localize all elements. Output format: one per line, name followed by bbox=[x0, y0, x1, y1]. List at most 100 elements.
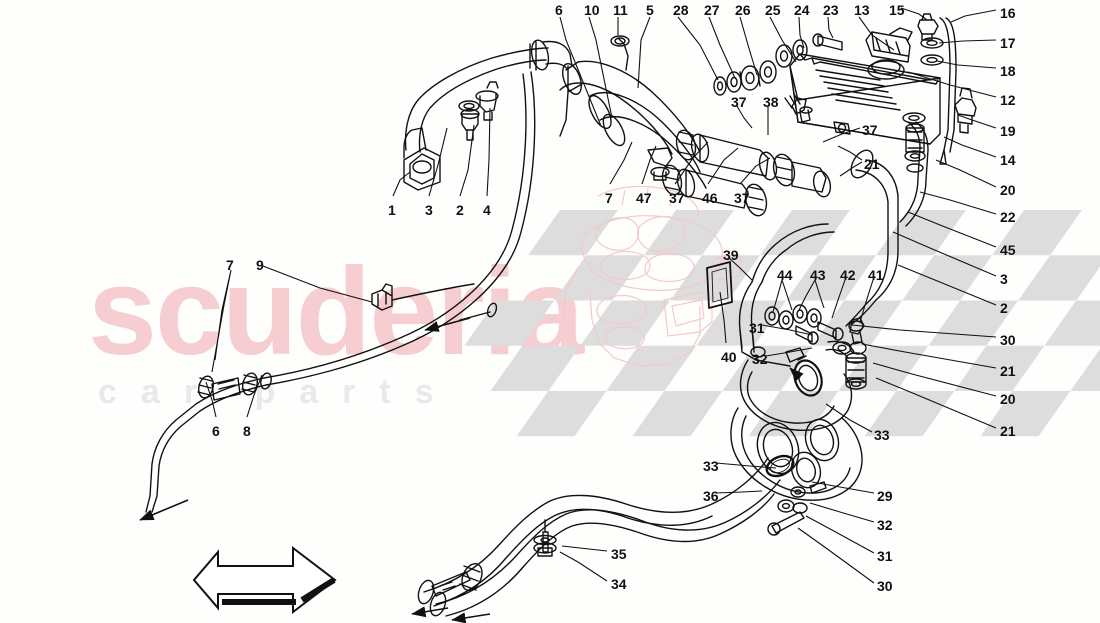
callout-number-27: 27 bbox=[704, 2, 720, 18]
leader-line-l40 bbox=[719, 291, 727, 344]
checker-cell bbox=[1044, 300, 1100, 346]
leader-line-l33b bbox=[715, 462, 777, 469]
leader-line-l33a bbox=[825, 403, 873, 433]
checker-cell bbox=[464, 300, 555, 346]
checker-cell bbox=[606, 345, 697, 391]
vehicle-direction-arrow-shadow bbox=[222, 577, 336, 605]
callout-number-33: 33 bbox=[703, 458, 719, 474]
leader-line-l32 bbox=[765, 347, 813, 357]
leader-line-l13 bbox=[858, 16, 895, 51]
leader-line-l31 bbox=[761, 324, 813, 336]
callout-number-7: 7 bbox=[226, 257, 234, 273]
callout-number-17: 17 bbox=[1000, 35, 1016, 51]
callout-number-35: 35 bbox=[611, 546, 627, 562]
flow-direction-arrows bbox=[139, 317, 804, 623]
flow-arrow-left-upper bbox=[424, 317, 471, 332]
callout-number-20: 20 bbox=[1000, 182, 1016, 198]
leader-line-l41 bbox=[859, 279, 874, 323]
callout-number-31: 31 bbox=[749, 320, 765, 336]
checker-cell bbox=[864, 390, 955, 437]
callout-number-13: 13 bbox=[854, 2, 870, 18]
callout-number-37: 37 bbox=[734, 190, 750, 206]
leader-line-l24 bbox=[798, 16, 805, 49]
leader-line-l6 bbox=[559, 16, 602, 127]
leader-line-l20 bbox=[935, 159, 997, 188]
callout-number-43: 43 bbox=[810, 267, 826, 283]
leader-line-l28 bbox=[677, 16, 719, 81]
leader-line-l26 bbox=[739, 16, 758, 76]
callout-number-23: 23 bbox=[823, 2, 839, 18]
leader-line-l30b bbox=[797, 527, 875, 584]
callout-number-9: 9 bbox=[256, 257, 264, 273]
checker-cell bbox=[554, 255, 645, 301]
checker-cell bbox=[760, 210, 850, 256]
callout-number-21: 21 bbox=[1000, 363, 1016, 379]
callout-number-37: 37 bbox=[862, 122, 878, 138]
leader-line-l23 bbox=[827, 16, 834, 39]
callout-number-12: 12 bbox=[1000, 92, 1016, 108]
leader-line-l34 bbox=[559, 551, 608, 582]
checker-cell bbox=[812, 300, 903, 346]
callout-number-15: 15 bbox=[889, 2, 905, 18]
leader-line-l19 bbox=[957, 114, 997, 129]
leader-line-l2l bbox=[459, 124, 475, 197]
watermark-car-parts: car parts bbox=[98, 373, 458, 411]
leader-line-l37a bbox=[674, 141, 709, 185]
callout-number-18: 18 bbox=[1000, 63, 1016, 79]
leader-line-l21s bbox=[875, 377, 997, 429]
callout-number-5: 5 bbox=[646, 2, 654, 18]
leader-line-l46 bbox=[707, 147, 739, 185]
callout-number-41: 41 bbox=[868, 267, 884, 283]
callout-number-2: 2 bbox=[1000, 300, 1008, 316]
callout-number-33: 33 bbox=[874, 427, 890, 443]
checker-cell bbox=[786, 255, 877, 301]
leader-line-l30r bbox=[851, 324, 997, 338]
callout-number-45: 45 bbox=[1000, 242, 1016, 258]
leader-line-l8 bbox=[246, 374, 263, 418]
checker-cell bbox=[1018, 255, 1100, 301]
callout-number-26: 26 bbox=[735, 2, 751, 18]
leader-line-l2r bbox=[897, 264, 997, 306]
leader-line-l32b bbox=[809, 502, 875, 523]
callout-number-11: 11 bbox=[613, 2, 628, 18]
checker-cell bbox=[954, 345, 1045, 391]
callout-number-8: 8 bbox=[243, 423, 251, 439]
leader-line-l21a bbox=[837, 145, 863, 177]
leader-line-l42 bbox=[831, 279, 846, 319]
leader-line-l36 bbox=[715, 490, 763, 494]
callout-number-21: 21 bbox=[1000, 423, 1016, 439]
checker-cell bbox=[696, 300, 787, 346]
leader-line-l10 bbox=[588, 16, 613, 119]
leader-line-l37b bbox=[739, 157, 771, 185]
leader-line-l25 bbox=[769, 16, 797, 63]
leader-line-l21r bbox=[861, 343, 997, 369]
leader-line-l22 bbox=[919, 191, 997, 215]
leader-line-l6b bbox=[205, 381, 217, 418]
leader-line-l9 bbox=[262, 265, 373, 303]
checker-cell bbox=[992, 210, 1082, 256]
leader-line-l47 bbox=[641, 145, 657, 185]
leader-line-l16 bbox=[950, 9, 997, 23]
leader-line-l1 bbox=[392, 171, 411, 197]
leader-line-l39 bbox=[728, 257, 753, 281]
leader-line-l31b bbox=[805, 515, 875, 554]
callout-number-39: 39 bbox=[723, 247, 739, 263]
leader-line-l37d bbox=[822, 127, 861, 143]
leader-line-l17 bbox=[938, 39, 997, 44]
leader-line-l35 bbox=[561, 545, 608, 552]
callout-number-7: 7 bbox=[605, 190, 613, 206]
flow-arrow-left-lower bbox=[139, 499, 189, 521]
leader-line-l14 bbox=[943, 136, 997, 158]
callout-number-42: 42 bbox=[840, 267, 856, 283]
callout-number-31: 31 bbox=[877, 548, 893, 564]
callout-number-37: 37 bbox=[731, 94, 747, 110]
callout-number-14: 14 bbox=[1000, 152, 1016, 168]
callout-number-3: 3 bbox=[425, 202, 433, 218]
callout-number-29: 29 bbox=[877, 488, 893, 504]
leader-line-l18 bbox=[936, 60, 997, 69]
checker-cell bbox=[980, 390, 1071, 437]
leader-line-l5 bbox=[637, 16, 651, 89]
callout-number-38: 38 bbox=[763, 94, 779, 110]
checker-cell bbox=[928, 300, 1019, 346]
callout-number-10: 10 bbox=[584, 2, 600, 18]
